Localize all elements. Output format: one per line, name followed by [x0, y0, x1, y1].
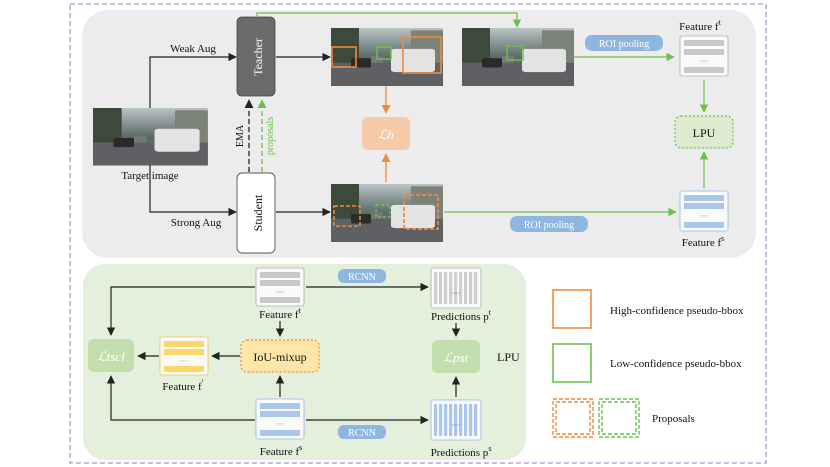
- prediction-bar: [454, 404, 458, 436]
- target-image: [93, 108, 208, 166]
- lpu-label: LPU: [693, 126, 716, 140]
- prediction-bar: [464, 272, 468, 304]
- legend-proposals-label: Proposals: [652, 413, 695, 425]
- prediction-bar: [459, 272, 463, 304]
- feature-ft-bottom-label: Feature ft: [259, 306, 301, 321]
- predictions-ps: ···: [430, 399, 482, 441]
- strong-aug-label: Strong Aug: [171, 217, 222, 229]
- iou-mixup-box: [240, 339, 320, 373]
- student-label: Student: [251, 194, 265, 231]
- roi-pooling-bottom: [510, 216, 588, 232]
- prediction-bar: [464, 404, 468, 436]
- rcnn-bottom-label: RCNN: [348, 428, 376, 439]
- svg-text:···: ···: [700, 211, 709, 221]
- predictions-pt-label: Predictions pt: [431, 308, 492, 323]
- iou-mixup-label: IoU-mixup: [253, 350, 306, 364]
- predictions-ps-label: Predictions ps: [431, 444, 492, 459]
- high-conf-box-a: [331, 46, 357, 68]
- prediction-bar: [439, 272, 443, 304]
- outer-frame: [69, 3, 767, 464]
- svg-text:···: ···: [452, 420, 461, 430]
- feature-fs-bottom: ···: [255, 398, 305, 440]
- prediction-bar: [434, 272, 438, 304]
- fs-to-tscl-arrow: [106, 375, 255, 421]
- feature-ft-top-label: Feature ft: [679, 18, 721, 33]
- loss-h-label: ℒh: [378, 127, 394, 142]
- lpu-box: [674, 115, 734, 149]
- prediction-bar: [444, 404, 448, 436]
- svg-text:···: ···: [700, 56, 709, 66]
- svg-text:···: ···: [276, 419, 285, 429]
- ema-label: EMA: [235, 124, 246, 147]
- loss-tscl-box: [88, 339, 134, 372]
- feature-fprime-label: Feature f′: [162, 378, 203, 393]
- student-proposal-image: [331, 184, 443, 242]
- feature-ft-top: ···: [679, 35, 729, 77]
- roi-pooling-top-label: ROI pooling: [599, 39, 649, 50]
- teacher-label: Teacher: [251, 38, 265, 76]
- rcnn-bottom: [338, 425, 386, 439]
- prediction-bar: [454, 272, 458, 304]
- teacher-box: [236, 16, 276, 97]
- feature-ft-bottom: ···: [255, 267, 305, 307]
- low-conf-image: [462, 28, 574, 86]
- svg-text:···: ···: [180, 356, 189, 366]
- strong-aug-arrow: [149, 165, 237, 217]
- legend-high-swatch: [552, 289, 592, 329]
- feature-fs-top: ···: [679, 190, 729, 232]
- teacher-pred-image: [331, 28, 443, 86]
- low-conf-box-a: [376, 46, 392, 60]
- feature-fprime: ···: [159, 336, 209, 376]
- prediction-bar: [469, 272, 473, 304]
- roi-pooling-top: [585, 35, 663, 51]
- legend-low-label: Low-confidence pseudo-bbox: [610, 358, 742, 370]
- weak-aug-label: Weak Aug: [170, 43, 216, 55]
- high-conf-box-b: [402, 36, 442, 74]
- feature-fs-top-label: Feature fs: [682, 234, 725, 249]
- roi-pooling-bottom-label: ROI pooling: [524, 220, 574, 231]
- svg-text:···: ···: [452, 288, 461, 298]
- legend-high-label: High-confidence pseudo-bbox: [610, 305, 744, 317]
- svg-text:···: ···: [276, 287, 285, 297]
- loss-tscl-label: ℒtscl: [97, 349, 125, 364]
- predictions-pt: ···: [430, 267, 482, 309]
- rcnn-top: [338, 269, 386, 283]
- loss-h-box: [362, 117, 410, 150]
- weak-aug-arrow: [149, 52, 237, 108]
- prediction-bar: [459, 404, 463, 436]
- prediction-bar: [444, 272, 448, 304]
- lpu-bottom-label: LPU: [497, 350, 520, 364]
- teacher-to-low-conf-arrow: [256, 12, 522, 28]
- legend-low-swatch: [552, 343, 592, 383]
- student-box: [236, 172, 276, 254]
- prediction-bar: [469, 404, 473, 436]
- loss-pst-box: [432, 340, 480, 373]
- prediction-bar: [449, 272, 453, 304]
- low-conf-box-b: [506, 45, 524, 61]
- prediction-bar: [439, 404, 443, 436]
- prediction-bar: [474, 272, 478, 304]
- loss-pst-label: ℒpst: [444, 350, 469, 365]
- ft-to-tscl-arrow: [106, 286, 255, 336]
- prediction-bar: [449, 404, 453, 436]
- proposals-label: proposals: [265, 117, 276, 155]
- legend-proposals-swatch: [552, 398, 640, 438]
- prediction-bar: [434, 404, 438, 436]
- rcnn-top-label: RCNN: [348, 272, 376, 283]
- prediction-bar: [474, 404, 478, 436]
- feature-fs-bottom-label: Feature fs: [260, 443, 303, 458]
